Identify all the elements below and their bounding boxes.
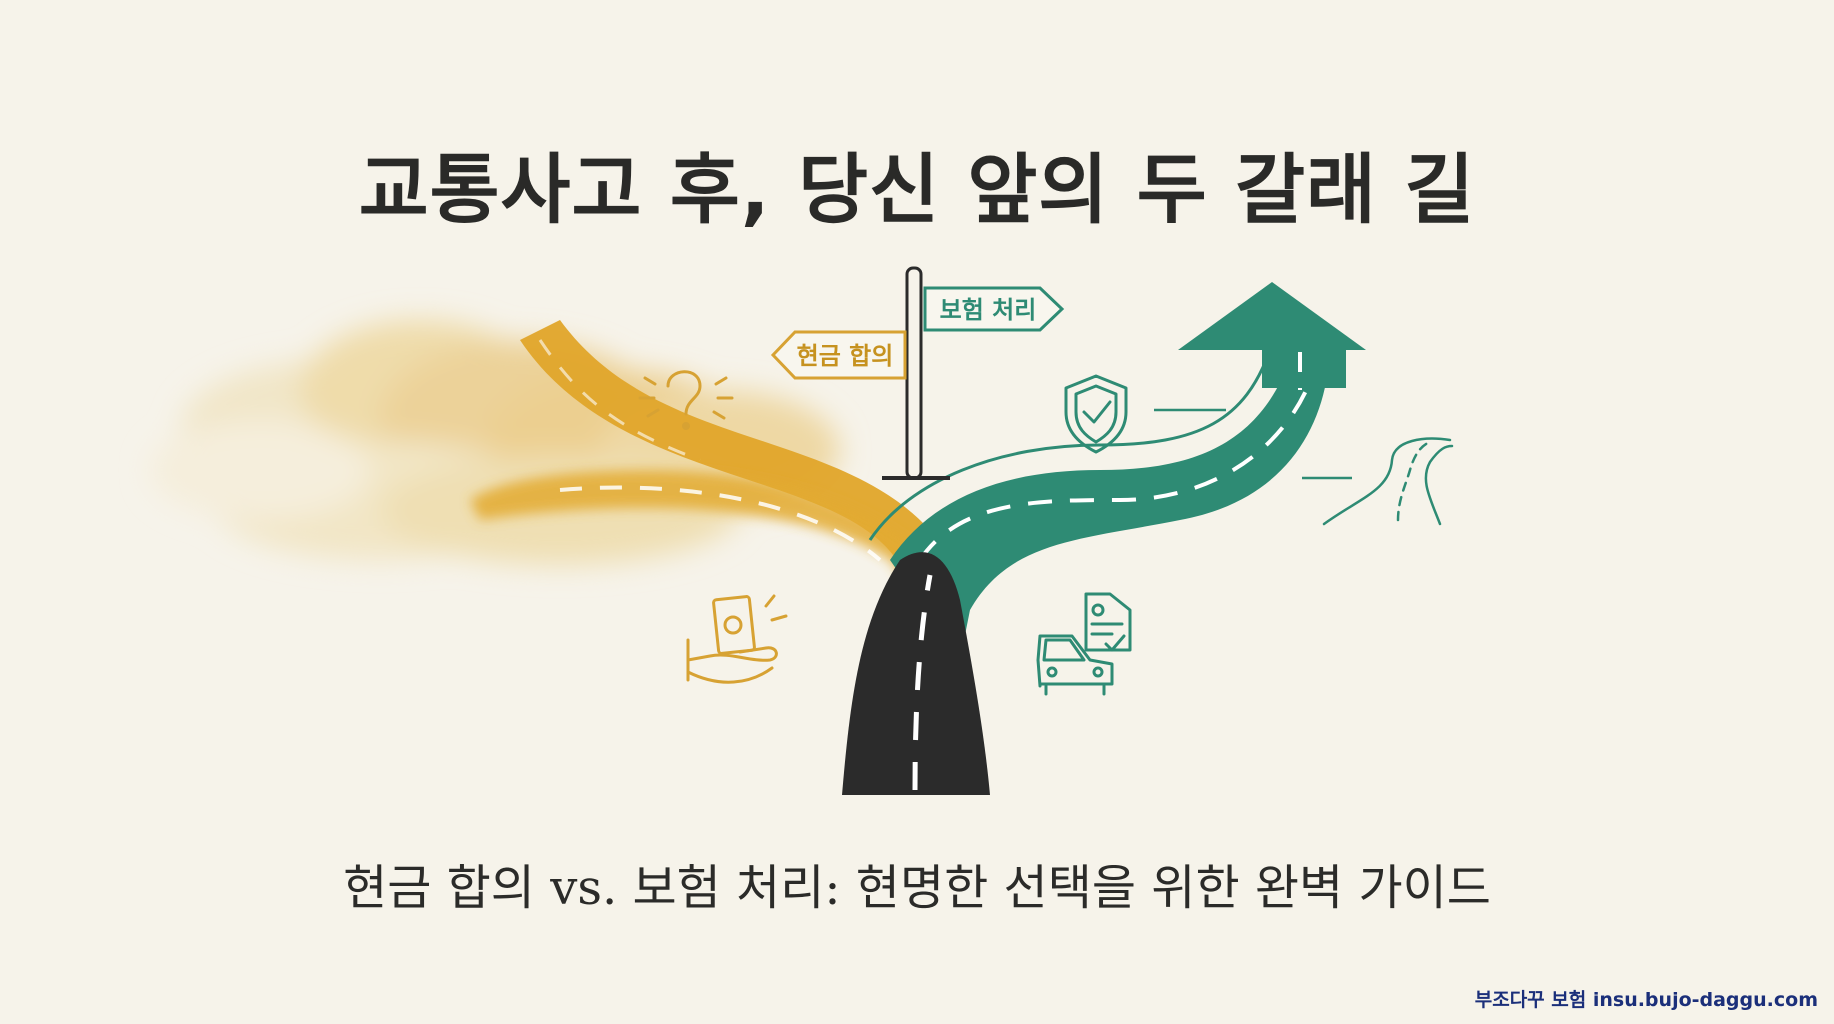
sign-cash bbox=[770, 330, 907, 380]
signpost bbox=[770, 266, 1065, 480]
sign-insurance bbox=[923, 286, 1065, 332]
watermark: 부조다꾸 보험 insu.bujo-daggu.com bbox=[1474, 989, 1818, 1011]
page-title: 교통사고 후, 당신 앞의 두 갈래 길 bbox=[358, 145, 1476, 234]
sign-cash-label: 현금 합의 bbox=[797, 342, 894, 370]
insurance-arrow-head bbox=[1178, 282, 1366, 350]
insurance-path-edge bbox=[918, 349, 1322, 562]
insurance-path-road bbox=[890, 340, 1330, 660]
sign-insurance-label: 보험 처리 bbox=[940, 296, 1037, 324]
cash-hand-icon bbox=[686, 594, 788, 684]
page-subtitle: 현금 합의 vs. 보험 처리: 현명한 선택을 위한 완벽 가이드 bbox=[343, 860, 1491, 916]
cash-path-road bbox=[520, 320, 960, 600]
car-document-icon bbox=[1036, 592, 1132, 696]
shield-check-icon bbox=[1064, 374, 1128, 454]
question-icon bbox=[638, 370, 734, 430]
winding-road-icon bbox=[1322, 437, 1454, 526]
